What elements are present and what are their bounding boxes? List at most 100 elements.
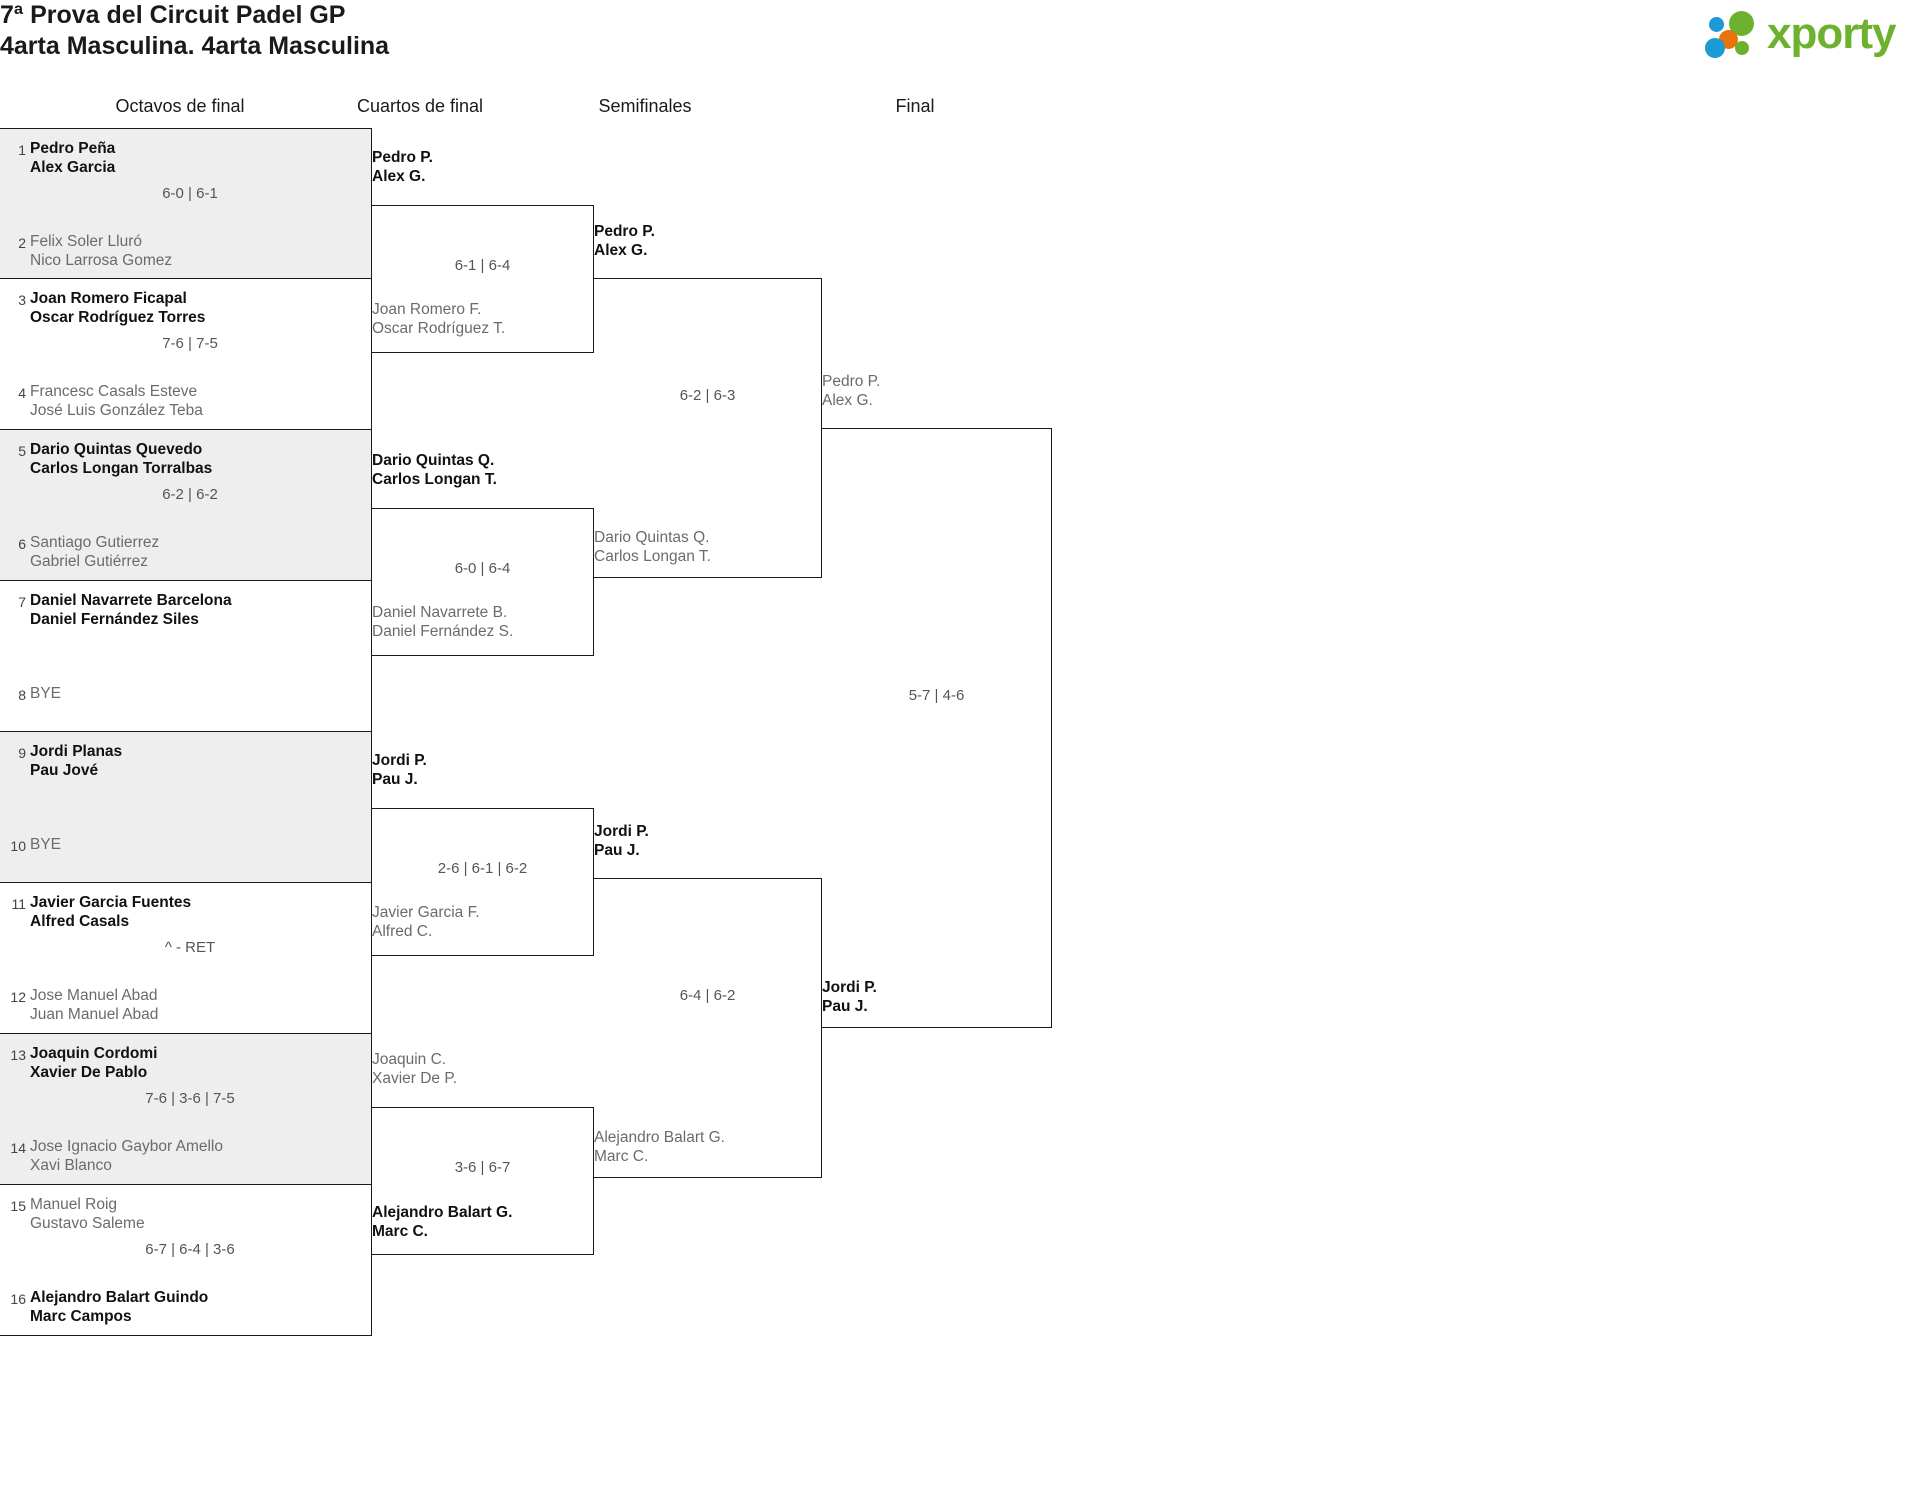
player-name: Pau J. (594, 842, 640, 859)
seed-number: 10 (10, 838, 26, 854)
seed-number: 14 (10, 1140, 26, 1156)
player-name: Pau J. (822, 998, 868, 1015)
player-name: Carlos Longan T. (594, 548, 711, 565)
player-name: Juan Manuel Abad (30, 1006, 159, 1023)
player-name: Alejandro Balart G. (372, 1204, 513, 1221)
sf-team-bottom[interactable]: Dario Quintas Q.Carlos Longan T. (594, 528, 711, 566)
final-team-bottom[interactable]: Jordi P. Pau J. (822, 978, 877, 1016)
player-name: Alejandro Balart G. (594, 1129, 725, 1146)
player-name: Pedro Peña (30, 140, 116, 157)
round-header-final: Final (895, 96, 935, 116)
player-name: Jordi P. (822, 979, 877, 996)
seed-number: 13 (10, 1047, 26, 1063)
player-name: Jose Ignacio Gaybor Amello (30, 1138, 223, 1155)
seed-number: 9 (18, 745, 26, 761)
bracket-connector: 2-6 | 6-1 | 6-2 (372, 808, 594, 956)
qf-team-top[interactable]: Pedro P.Alex G. (372, 148, 433, 186)
player-name: Joan Romero F. (372, 301, 482, 318)
seed-number: 3 (18, 292, 26, 308)
seed-number: 16 (10, 1291, 26, 1307)
player-name: Joaquin Cordomi (30, 1045, 158, 1062)
player-name: Joaquin C. (372, 1051, 447, 1068)
player-name: Pedro P. (372, 149, 433, 166)
player-name: Joan Romero Ficapal (30, 290, 187, 307)
bye-entry: BYE (30, 836, 62, 853)
player-name: Daniel Fernández Siles (30, 611, 199, 628)
player-name: Xavi Blanco (30, 1157, 112, 1174)
player-name: Pedro P. (594, 223, 655, 240)
match-score: 6-0 | 6-4 (454, 560, 511, 577)
round-header-cuartos: Cuartos de final (356, 96, 484, 116)
seed-number: 4 (18, 385, 26, 401)
logo-dot-blue-top (1709, 17, 1724, 32)
match-score: 6-4 | 6-2 (679, 987, 736, 1004)
bracket-connector: 5-7 | 4-6 (822, 428, 1052, 1028)
match-score: 7-6 | 7-5 (162, 335, 218, 352)
logo-dot-green-small (1735, 41, 1749, 55)
qf-team-bottom[interactable]: Alejandro Balart G.Marc C. (372, 1203, 512, 1241)
seed-number: 6 (18, 536, 26, 552)
match-score: 6-7 | 6-4 | 3-6 (145, 1241, 235, 1258)
player-name: Daniel Fernández S. (372, 623, 514, 640)
match-score: 6-2 | 6-2 (162, 486, 218, 503)
bracket-connector: 6-2 | 6-3 (594, 278, 822, 578)
player-name: Gabriel Gutiérrez (30, 553, 149, 570)
player-name: Alex G. (822, 392, 873, 409)
player-name: Nico Larrosa Gomez (30, 252, 173, 269)
sf-team-top[interactable]: Jordi P.Pau J. (594, 822, 649, 860)
qf-team-bottom[interactable]: Joan Romero F. Oscar Rodríguez T. (372, 300, 505, 338)
player-name: Jordi P. (372, 752, 427, 769)
player-name: Daniel Navarrete B. (372, 604, 508, 621)
player-name: Gustavo Saleme (30, 1215, 145, 1232)
player-name: Alfred Casals (30, 913, 130, 930)
qf-team-bottom[interactable]: Javier Garcia F.Alfred C. (372, 903, 480, 941)
tournament-title-line1: 7ª Prova del Circuit Padel GP (0, 1, 346, 29)
qf-team-top[interactable]: Dario Quintas Q.Carlos Longan T. (372, 451, 497, 489)
bye-entry: BYE (30, 685, 62, 702)
sf-team-bottom[interactable]: Alejandro Balart G. Marc C. (594, 1128, 725, 1166)
seed-number: 8 (18, 687, 26, 703)
logo-wordmark: xporty (1767, 9, 1896, 58)
player-name: Oscar Rodríguez T. (372, 320, 506, 337)
player-name: Xavier De P. (372, 1070, 458, 1087)
player-name: Pedro P. (822, 373, 881, 390)
seed-number: 5 (18, 443, 26, 459)
match-score: 7-6 | 3-6 | 7-5 (145, 1090, 235, 1107)
player-name: Francesc Casals Esteve (30, 383, 198, 400)
seed-number: 12 (10, 989, 26, 1005)
sf-team-top[interactable]: Pedro P. Alex G. (594, 222, 655, 260)
player-name: Alex G. (594, 242, 648, 259)
bracket-connector: 6-1 | 6-4 (372, 205, 594, 353)
logo-dot-blue-bottom (1705, 38, 1725, 58)
match-score: 6-2 | 6-3 (679, 387, 736, 404)
final-team-top[interactable]: Pedro P. Alex G. (822, 372, 880, 410)
qf-team-top[interactable]: Joaquin C. Xavier De P. (372, 1050, 457, 1088)
qf-team-bottom[interactable]: Daniel Navarrete B. Daniel Fernández S. (372, 603, 513, 641)
qf-team-top[interactable]: Jordi P. Pau J. (372, 751, 427, 789)
player-name: Marc C. (594, 1148, 649, 1165)
player-name: Pau J. (372, 771, 418, 788)
